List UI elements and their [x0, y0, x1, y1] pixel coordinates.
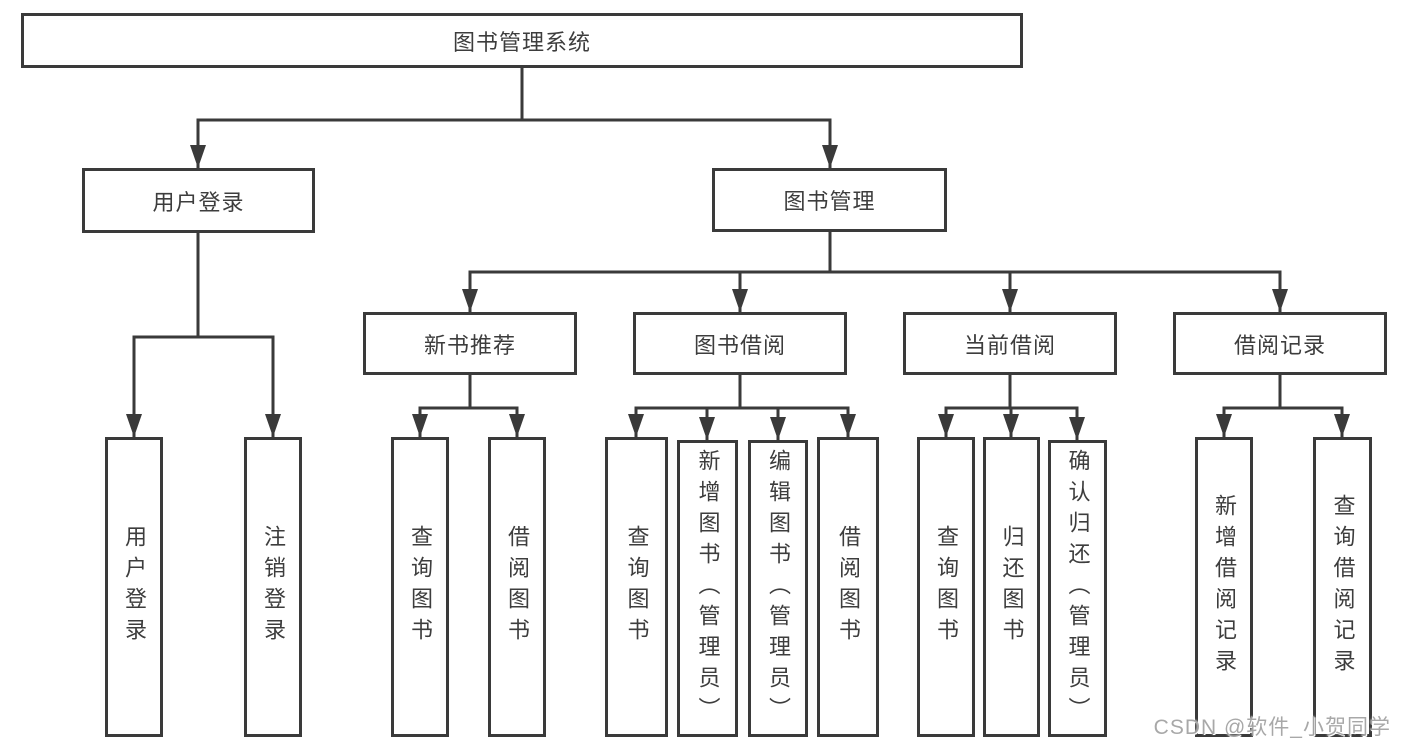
node-leaf-nb-query-books: 查询图书	[391, 437, 449, 737]
node-label: 新书推荐	[423, 332, 516, 358]
node-label: 借阅图书	[836, 525, 861, 649]
node-label: 图书借阅	[693, 332, 786, 358]
node-label: 用户登录	[152, 189, 245, 215]
node-label: 查询图书	[408, 525, 433, 649]
node-new-book-recommend: 新书推荐	[363, 312, 577, 375]
csdn-watermark: CSDN @软件_小贺同学	[1153, 716, 1391, 739]
node-label: 查询图书	[624, 525, 650, 649]
node-book-borrow: 图书借阅	[633, 312, 847, 375]
node-label: 借阅图书	[505, 525, 530, 649]
node-leaf-bb-add-books-admin: 新增图书（管理员）	[677, 440, 738, 737]
node-leaf-bb-query-books: 查询图书	[605, 437, 668, 737]
node-label: 当前借阅	[963, 332, 1056, 358]
node-label: 用户登录	[122, 525, 147, 649]
node-current-borrow: 当前借阅	[903, 312, 1117, 375]
node-leaf-br-query-record: 查询借阅记录	[1313, 437, 1372, 737]
node-label: 图书管理	[783, 189, 876, 214]
node-leaf-br-add-record: 新增借阅记录	[1195, 437, 1253, 737]
node-label: 编辑图书（管理员）	[766, 449, 791, 728]
node-leaf-nb-borrow-books: 借阅图书	[488, 437, 546, 737]
node-leaf-user-login: 用户登录	[105, 437, 163, 737]
node-label: 归还图书	[999, 525, 1025, 649]
node-label: 新增图书（管理员）	[695, 449, 721, 728]
node-label: 确认归还（管理员）	[1065, 449, 1091, 728]
node-label: 注销登录	[261, 525, 286, 649]
node-leaf-cb-return-books: 归还图书	[983, 437, 1040, 737]
node-leaf-bb-borrow-books: 借阅图书	[817, 437, 879, 737]
node-user-login: 用户登录	[82, 168, 315, 233]
node-borrow-record: 借阅记录	[1173, 312, 1387, 375]
node-book-management: 图书管理	[712, 168, 947, 232]
node-root-library-system: 图书管理系统	[21, 13, 1023, 68]
node-leaf-bb-edit-books-admin: 编辑图书（管理员）	[748, 440, 808, 737]
node-label: 查询借阅记录	[1330, 494, 1356, 680]
node-leaf-cb-confirm-return-admin: 确认归还（管理员）	[1048, 440, 1107, 737]
node-label: 新增借阅记录	[1212, 494, 1237, 680]
node-label: 借阅记录	[1233, 332, 1326, 358]
node-label: 查询图书	[934, 525, 959, 649]
node-label: 图书管理系统	[452, 29, 591, 55]
node-leaf-cb-query-books: 查询图书	[917, 437, 975, 737]
node-leaf-logout: 注销登录	[244, 437, 302, 737]
